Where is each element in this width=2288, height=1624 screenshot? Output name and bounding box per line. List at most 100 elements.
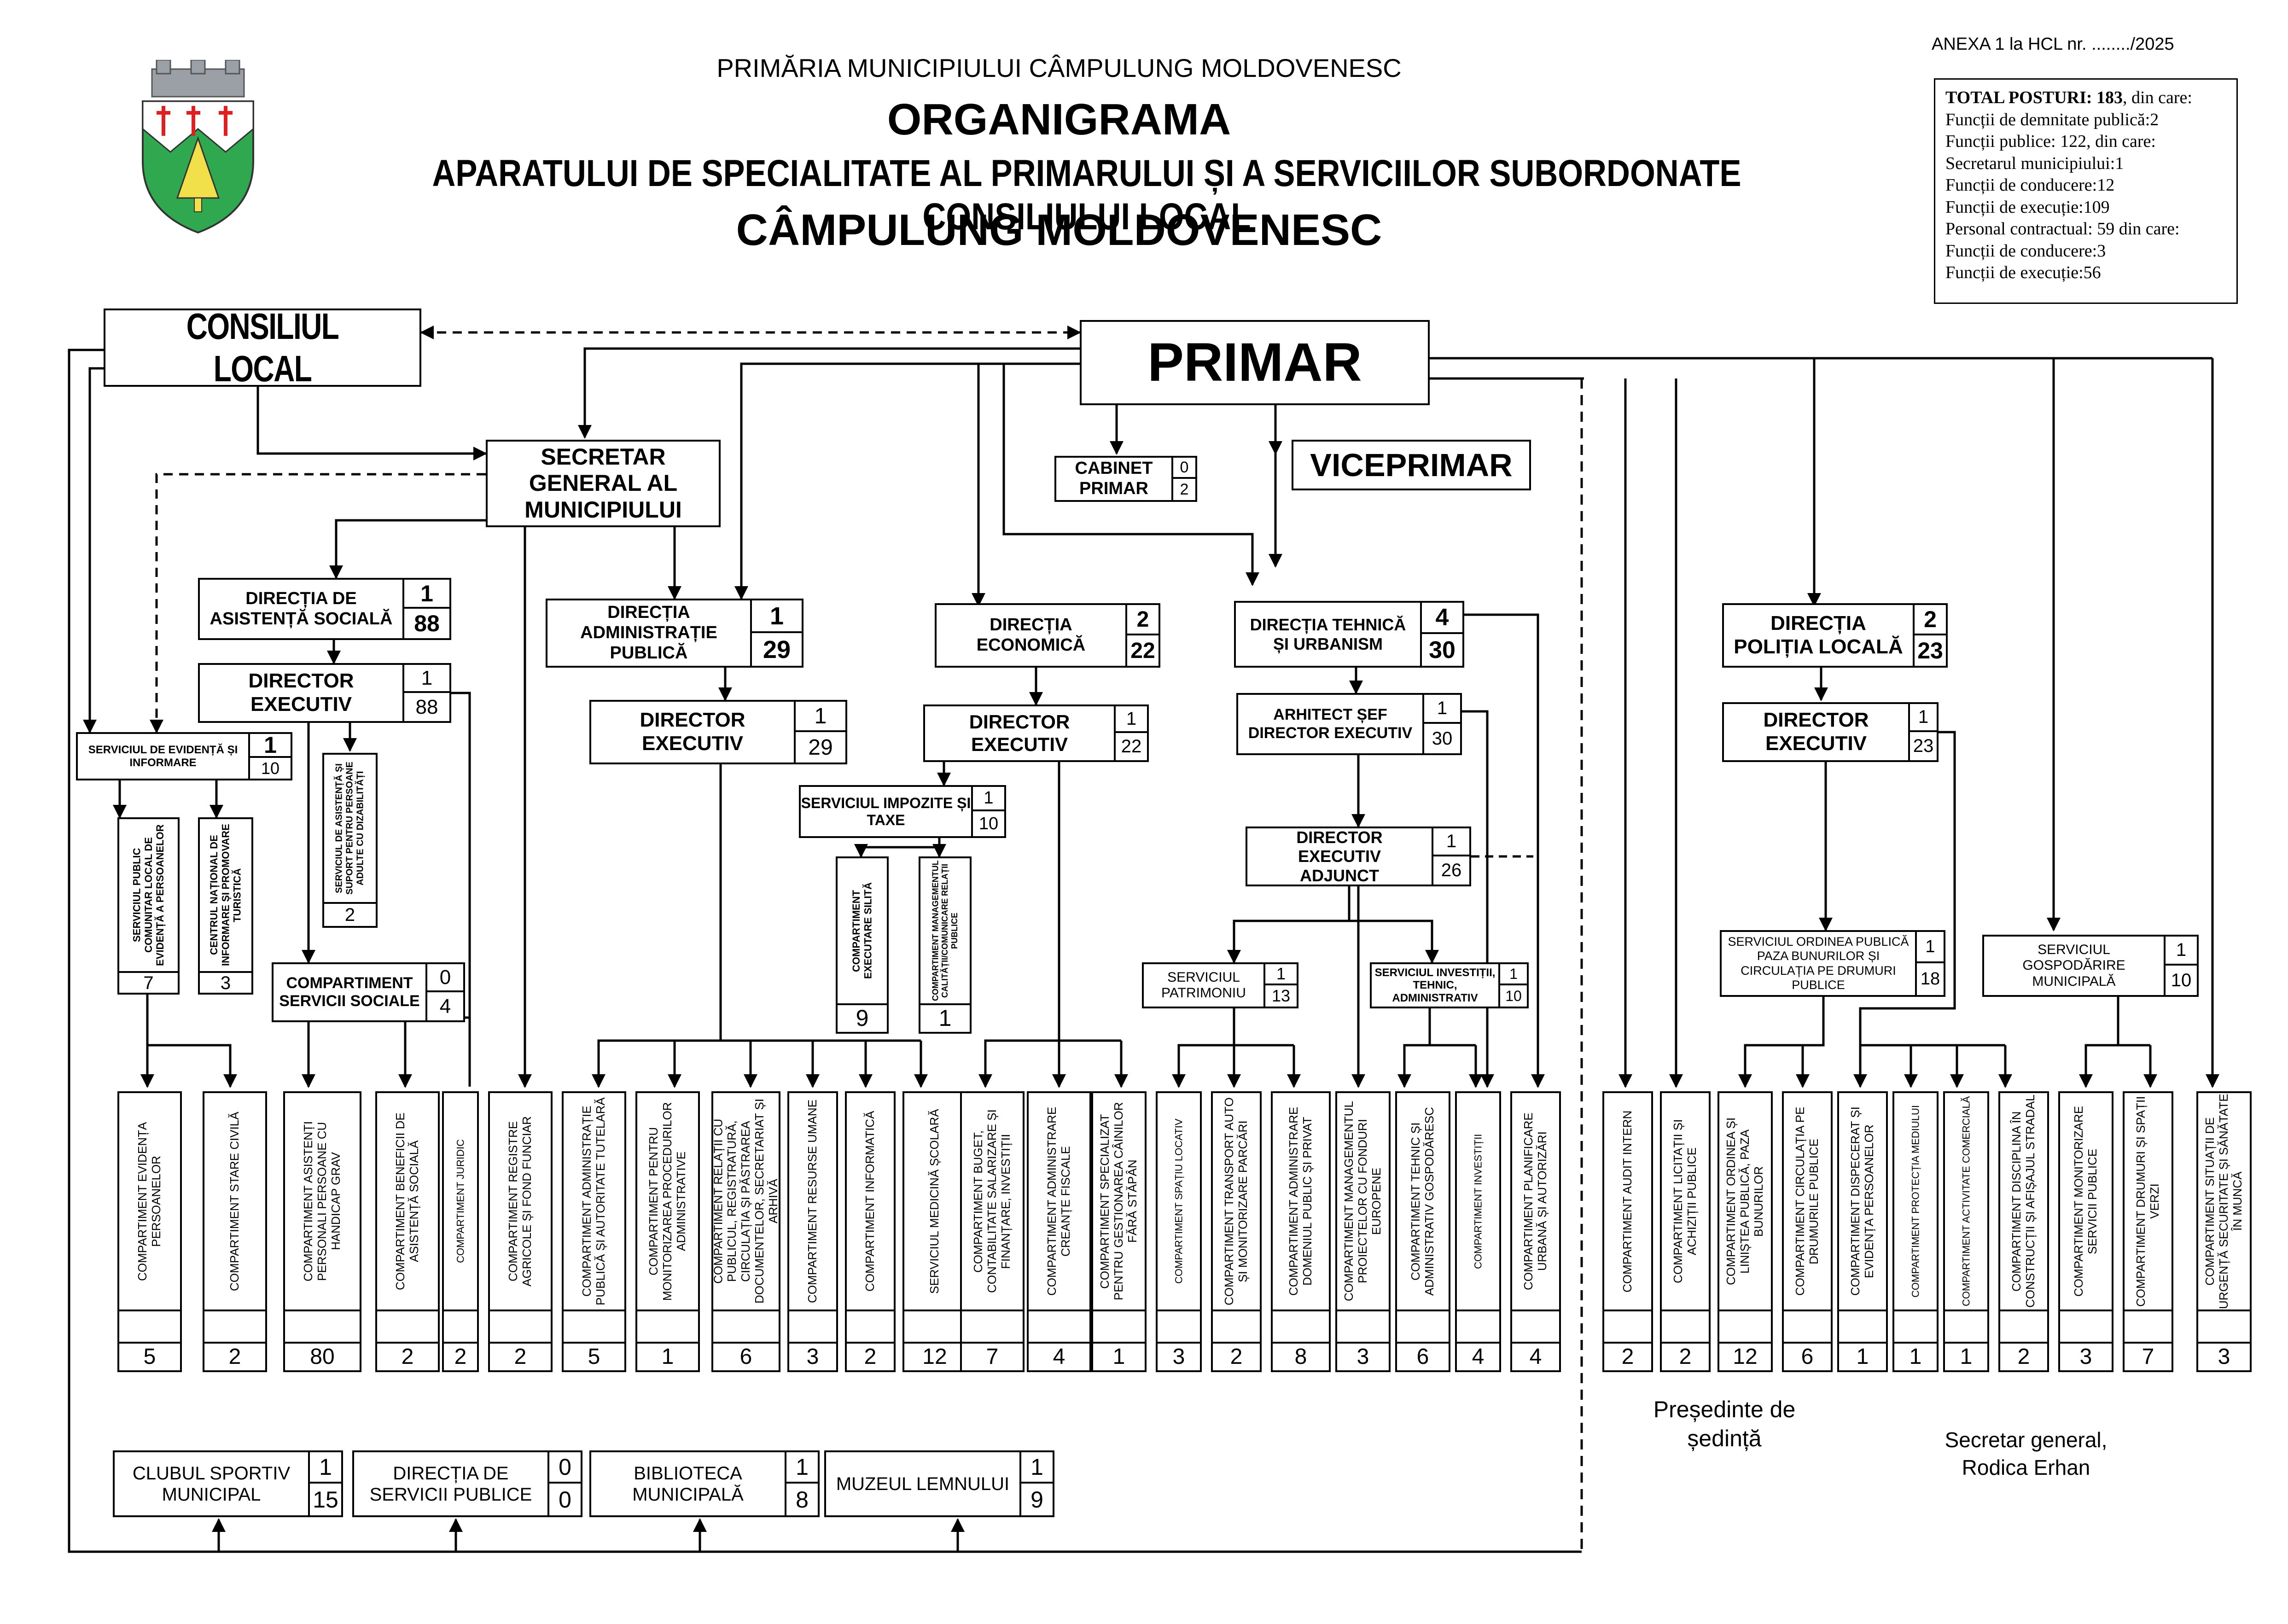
compartment-count: 2 [2000,1342,2047,1370]
staff-summary: TOTAL POSTURI: 183, din care: Funcții de… [1934,78,2238,304]
compartment-count: 7 [962,1342,1023,1370]
count-staff: 1 [920,1003,970,1032]
compartiment-executare-silita-box: COMPARTIMENT EXECUTARE SILITĂ 9 [836,856,889,1034]
compartment-leadership-cell [1894,1310,1937,1342]
compartment-label: COMPARTIMENT RELAȚII CU PUBLICUL, REGIST… [711,1099,780,1304]
compartment-leadership-cell [1662,1310,1709,1342]
compartment-box: COMPARTIMENT MANAGEMENTUL PROIECTELOR CU… [1335,1091,1391,1372]
compartment-leadership-cell [119,1310,180,1342]
compartment-label: COMPARTIMENT MANAGEMENTUL PROIECTELOR CU… [1342,1101,1383,1302]
compartment-box: COMPARTIMENT DISCIPLINA ÎN CONSTRUCȚII Ș… [1998,1091,2049,1372]
compartment-count: 2 [1604,1342,1651,1370]
compartment-leadership-cell [904,1310,965,1342]
director-executiv-politia-box: DIRECTOR EXECUTIV 1 23 [1722,702,1939,762]
count-staff: 26 [1432,856,1469,885]
compartment-leadership-cell [713,1310,779,1342]
secretary-name: Rodica Erhan [1962,1455,2090,1479]
compartment-label: COMPARTIMENT INVESTIȚII [1472,1134,1484,1269]
count-staff: 30 [1420,634,1462,666]
count-staff: 29 [750,633,802,666]
compartment-count: 2 [1662,1342,1709,1370]
compartment-count: 6 [1397,1342,1449,1370]
compartment-label: COMPARTIMENT AUDIT INTERN [1620,1110,1635,1292]
summary-total: TOTAL POSTURI: 183 [1945,88,2123,107]
compartment-leadership-cell [1029,1310,1089,1342]
serviciul-evidenta-box: SERVICIUL DE EVIDENȚĂ ȘI INFORMARE 1 10 [76,732,292,780]
compartment-leadership-cell [1604,1310,1651,1342]
compartment-label: COMPARTIMENT JURIDIC [454,1139,466,1263]
compartment-label: SERVICIUL MEDICINĂ ȘCOLARĂ [927,1109,942,1294]
compartment-count: 3 [2060,1342,2112,1370]
compartment-count: 3 [1337,1342,1389,1370]
compartment-count: 4 [1029,1342,1089,1370]
annex-label: ANEXA 1 la HCL nr. ......../2025 [1932,35,2174,54]
compartment-box: COMPARTIMENT RELAȚII CU PUBLICUL, REGIST… [711,1091,780,1372]
compartment-leadership-cell [1337,1310,1389,1342]
count-staff: 30 [1422,724,1460,753]
page-title: ORGANIGRAMA [887,95,1231,144]
serviciul-slp-box: SERVICIUL PUBLIC COMUNITAR LOCAL DE EVID… [117,817,180,995]
secretar-general-label: SECRETAR GENERAL AL MUNICIPIULUI [524,443,682,523]
compartment-label: COMPARTIMENT TEHNIC ȘI ADMINISTRATIV GOS… [1409,1107,1436,1296]
compartment-label: COMPARTIMENT INFORMATICĂ [863,1111,877,1292]
institution-name: PRIMĂRIA MUNICIPIULUI CÂMPULUNG MOLDOVEN… [716,53,1402,82]
compartment-leadership-cell [377,1310,438,1342]
serviciul-gospodarire-box: SERVICIUL GOSPODĂRIRE MUNICIPALĂ 1 10 [1982,935,2199,997]
summary-line: Funcții de execuție:56 [1945,263,2101,282]
count-staff: 9 [838,1003,887,1032]
director-executiv-label: DIRECTOR EXECUTIV [248,669,354,716]
count-leadership: 1 [1498,964,1527,985]
director-adjunct-label: DIRECTOR EXECUTIV ADJUNCT [1296,827,1383,885]
compartment-box: COMPARTIMENT CIRCULAȚIA PE DRUMURILE PUB… [1782,1091,1833,1372]
compartment-count: 8 [1273,1342,1329,1370]
count-leadership: 1 [1432,828,1469,856]
president-signature: Președinte de ședință [1653,1397,1796,1451]
serviciul-suport-box: SERVICIUL DE ASISTENȚĂ ȘI SUPORT PENTRU … [322,753,378,928]
cabinet-count-staff: 2 [1171,479,1195,500]
compartiment-executare-silita-label: COMPARTIMENT EXECUTARE SILITĂ [850,882,874,979]
viceprimar-label: VICEPRIMAR [1310,447,1513,483]
compartment-count: 2 [204,1342,265,1370]
compartment-box: COMPARTIMENT AUDIT INTERN 2 [1602,1091,1653,1372]
compartment-leadership-cell [2060,1310,2112,1342]
compartment-leadership-cell [1784,1310,1831,1342]
compartment-box: COMPARTIMENT ORDINEA ȘI LINIȘTEA PUBLICĂ… [1717,1091,1773,1372]
arhitect-sef-box: ARHITECT ȘEF DIRECTOR EXECUTIV 1 30 [1236,693,1462,755]
compartment-leadership-cell [1158,1310,1200,1342]
compartment-leadership-cell [1213,1310,1260,1342]
count-staff: 10 [1498,985,1527,1007]
compartment-count: 3 [2198,1342,2250,1370]
compartment-count: 1 [637,1342,698,1370]
cabinet-primar-label: CABINET PRIMAR [1075,459,1153,498]
compartment-count: 6 [1784,1342,1831,1370]
count-staff: 15 [308,1484,341,1515]
compartment-count: 2 [847,1342,894,1370]
compartment-count: 3 [789,1342,836,1370]
count-staff: 2 [324,902,376,926]
compartment-label: COMPARTIMENT ADMINISTRARE DOMENIUL PUBLI… [1287,1106,1314,1296]
arhitect-sef-label: ARHITECT ȘEF DIRECTOR EXECUTIV [1248,706,1413,742]
summary-line: Funcții de conducere:12 [1945,175,2115,195]
directia-economica-box: DIRECȚIA ECONOMICĂ 2 22 [935,603,1160,668]
serviciul-investitii-label: SERVICIUL INVESTIȚII, TEHNIC, ADMINISTRA… [1374,966,1496,1004]
count-staff: 7 [119,971,178,993]
compartment-label: COMPARTIMENT BENEFICII DE ASISTENȚĂ SOCI… [393,1112,421,1290]
coat-of-arms-icon [142,60,254,234]
serviciul-patrimoniu-label: SERVICIUL PATRIMONIU [1161,969,1246,1001]
compartment-box: COMPARTIMENT REGISTRE AGRICOLE ȘI FOND F… [488,1091,553,1372]
compartment-label: COMPARTIMENT DISCIPLINA ÎN CONSTRUCȚII Ș… [2009,1094,2037,1308]
count-staff: 23 [1908,732,1937,760]
count-staff: 10 [971,811,1004,836]
compartment-label: COMPARTIMENT ACTIVITATE COMERCIALĂ [1960,1096,1972,1307]
compartment-box: COMPARTIMENT PLANIFICARE URBANĂ ȘI AUTOR… [1510,1091,1561,1372]
compartment-leadership-cell [1273,1310,1329,1342]
compartment-leadership-cell [490,1310,551,1342]
count-staff: 3 [200,971,251,993]
